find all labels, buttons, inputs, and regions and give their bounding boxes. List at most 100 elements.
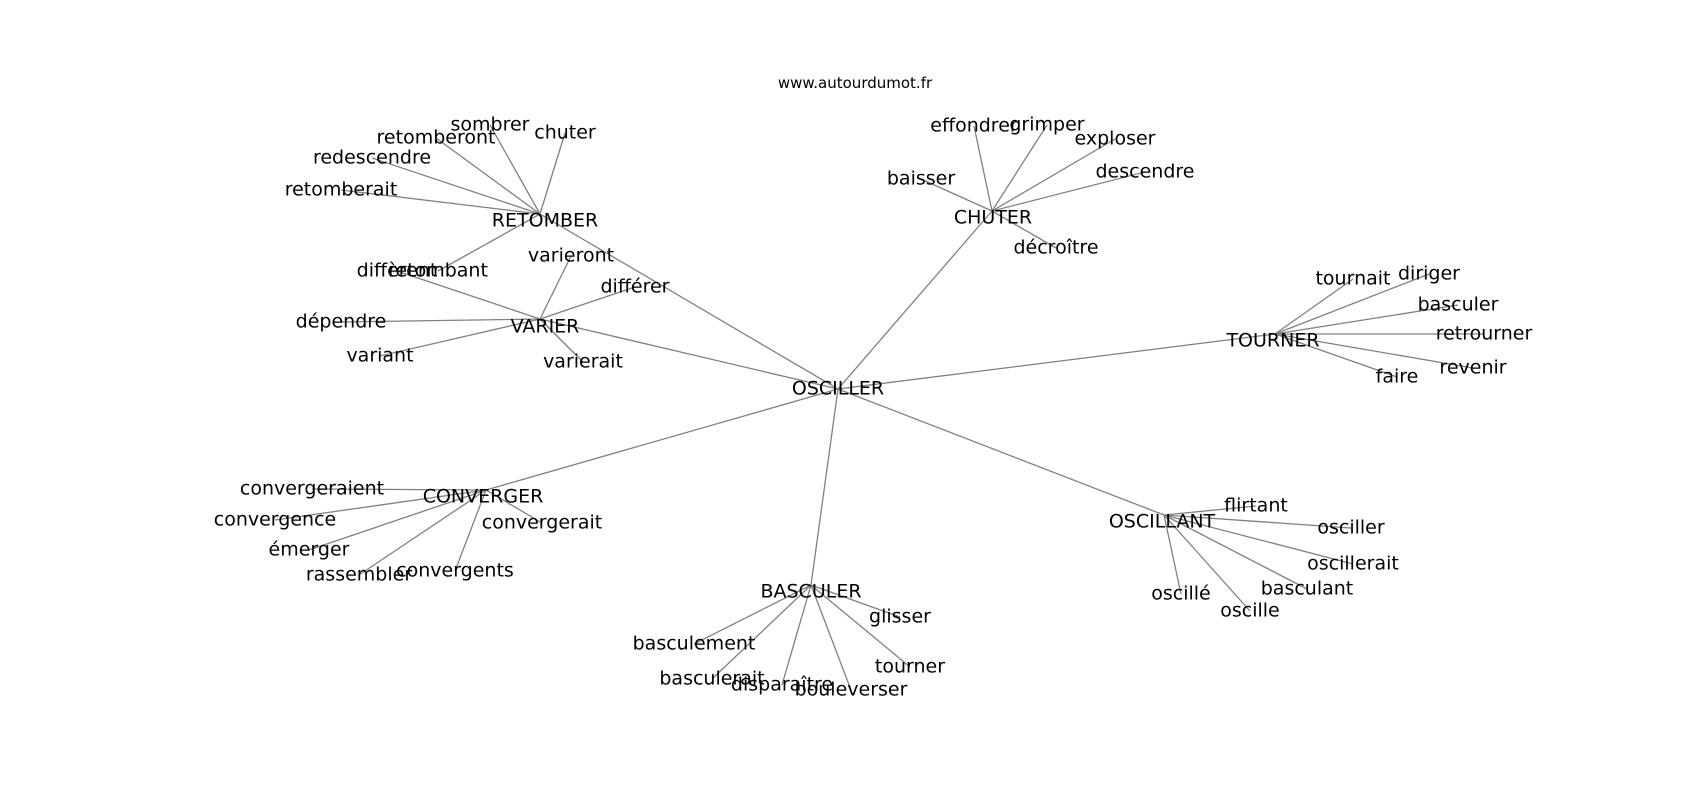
hub-node-label[interactable]: OSCILLANT: [1109, 511, 1216, 533]
edge-chuter-word: [991, 124, 1048, 212]
word-node-label[interactable]: oscillé: [1151, 583, 1211, 605]
word-node-label[interactable]: tournait: [1315, 268, 1390, 290]
edge-converger-word: [274, 489, 487, 521]
center-node-label[interactable]: OSCILLER: [792, 378, 884, 400]
edge-tourner-word: [1274, 278, 1354, 335]
edge-retomber-word: [340, 189, 541, 215]
edge-center-tourner: [837, 333, 1276, 390]
word-node-label[interactable]: glisser: [869, 606, 931, 628]
edge-center-retomber: [539, 213, 839, 390]
word-node-label[interactable]: basculement: [633, 633, 756, 655]
word-node-label[interactable]: décroître: [1013, 237, 1098, 259]
word-node-label[interactable]: convergence: [214, 509, 336, 531]
edge-retomber-word: [435, 137, 541, 215]
word-node-label[interactable]: baisser: [887, 168, 955, 190]
edge-center-chuter: [837, 210, 993, 390]
word-node-label[interactable]: revenir: [1439, 357, 1506, 379]
word-node-label[interactable]: basculant: [1261, 578, 1354, 600]
edge-converger-word: [308, 489, 487, 551]
word-node-label[interactable]: émerger: [269, 539, 350, 561]
word-node-label[interactable]: chuter: [534, 122, 596, 144]
word-node-label[interactable]: effondrer: [930, 115, 1018, 137]
graph-labels: www.autourdumot.fr OSCILLER RETOMBER sombr…: [214, 74, 1533, 701]
hub-node-label[interactable]: TOURNER: [1225, 330, 1319, 352]
word-node-label[interactable]: descendre: [1096, 161, 1195, 183]
edge-converger-word: [485, 489, 543, 524]
edge-center-varier: [539, 318, 839, 390]
edge-basculer-word: [810, 584, 901, 618]
word-node-label[interactable]: convergents: [396, 560, 514, 582]
edge-varier-word: [539, 286, 636, 320]
word-node-label[interactable]: variant: [346, 345, 413, 367]
edge-oscillant-word: [1163, 514, 1308, 590]
site-url[interactable]: www.autourdumot.fr: [778, 74, 933, 92]
edge-varier-word: [539, 318, 584, 363]
word-node-label[interactable]: oscillerait: [1307, 553, 1399, 575]
word-node-label[interactable]: osciller: [1317, 517, 1384, 539]
word-node-label[interactable]: varieront: [528, 245, 614, 267]
word-node-label[interactable]: sombrer: [451, 114, 530, 136]
edge-chuter-word: [920, 178, 993, 212]
word-node-label[interactable]: basculer: [1418, 294, 1499, 316]
hub-node-label[interactable]: CONVERGER: [423, 486, 544, 508]
word-node-label[interactable]: exploser: [1075, 128, 1156, 150]
edge-chuter-word: [991, 171, 1146, 212]
edge-tourner-word: [1274, 304, 1459, 335]
word-node-label[interactable]: retombant: [388, 260, 488, 282]
hub-node-label[interactable]: RETOMBER: [492, 210, 598, 232]
edge-basculer-word: [711, 584, 812, 680]
edge-center-basculer: [810, 388, 839, 586]
edge-varier-word: [379, 318, 541, 357]
edge-tourner-word: [1274, 333, 1398, 378]
edge-basculer-word: [810, 584, 911, 668]
edge-oscillant-word: [1163, 505, 1257, 516]
edge-retomber-word: [539, 132, 566, 215]
word-node-label[interactable]: basculerait: [659, 668, 764, 690]
edge-chuter-word: [991, 210, 1057, 249]
edge-retomber-word: [489, 124, 541, 215]
word-node-label[interactable]: faire: [1376, 366, 1419, 388]
edge-basculer-word: [693, 584, 812, 645]
edge-basculer-word: [781, 584, 812, 686]
word-node-label[interactable]: diffèrent: [357, 260, 438, 282]
edge-retomber-word: [437, 213, 541, 272]
word-node-label[interactable]: redescendre: [313, 147, 431, 169]
edge-chuter-word: [991, 138, 1116, 212]
word-node-label[interactable]: retomberont: [377, 127, 496, 149]
edge-converger-word: [311, 488, 487, 491]
word-node-label[interactable]: grimper: [1009, 114, 1084, 136]
edge-varier-word: [340, 318, 541, 323]
edge-converger-word: [454, 489, 487, 572]
edge-center-oscillant: [837, 388, 1165, 516]
edge-center-converger: [485, 388, 839, 491]
word-node-label[interactable]: varierait: [543, 351, 623, 373]
word-node-label[interactable]: oscille: [1220, 600, 1280, 622]
edge-tourner-word: [1274, 333, 1474, 369]
word-node-label[interactable]: diriger: [1398, 263, 1460, 285]
word-node-label[interactable]: disparaître: [731, 674, 833, 696]
hub-node-label[interactable]: CHUTER: [954, 207, 1032, 229]
edge-oscillant-word: [1163, 514, 1251, 612]
edge-retomber-word: [371, 157, 541, 215]
word-node-label[interactable]: convergerait: [482, 512, 602, 534]
edge-oscillant-word: [1163, 514, 1182, 595]
graph-edges: [274, 124, 1484, 691]
edge-converger-word: [358, 489, 487, 576]
word-node-label[interactable]: retomberait: [285, 179, 398, 201]
word-node-label[interactable]: rassembler: [306, 564, 412, 586]
edge-varier-word: [539, 255, 572, 320]
word-node-label[interactable]: tourner: [875, 656, 945, 678]
edge-chuter-word: [973, 125, 993, 212]
word-node-label[interactable]: convergeraient: [240, 478, 384, 500]
hub-node-label[interactable]: VARIER: [511, 316, 580, 338]
edge-basculer-word: [810, 584, 852, 691]
edge-oscillant-word: [1163, 514, 1352, 529]
word-node-label[interactable]: flirtant: [1224, 495, 1288, 517]
word-node-label[interactable]: différer: [600, 276, 669, 298]
edge-tourner-word: [1274, 273, 1430, 335]
hub-node-label[interactable]: BASCULER: [760, 581, 861, 603]
word-node-label[interactable]: retrourner: [1436, 323, 1533, 345]
word-node-label[interactable]: bouleverser: [795, 679, 908, 701]
word-node-label[interactable]: dépendre: [296, 311, 387, 333]
